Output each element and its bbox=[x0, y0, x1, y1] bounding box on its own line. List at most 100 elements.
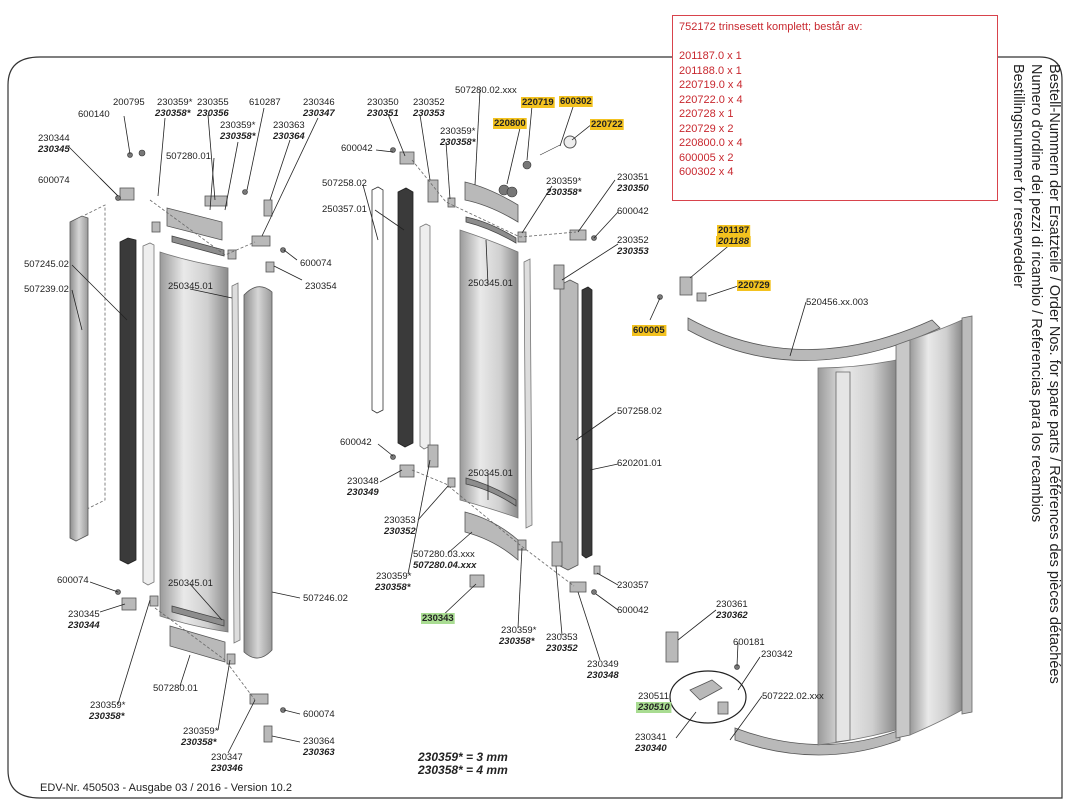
part-label: 230352 bbox=[617, 235, 649, 246]
part-label: 507245.02 bbox=[24, 259, 69, 270]
part-label: 230352 bbox=[383, 526, 416, 537]
part-labels: 200795 600140 230344 230345 600074 23035… bbox=[24, 85, 868, 774]
kit-title: 752172 trinsesett komplett; består av: bbox=[679, 21, 863, 33]
part-label: 201188 bbox=[717, 236, 750, 247]
part-label: 230510 bbox=[637, 702, 670, 713]
part-label: 230359* bbox=[546, 176, 582, 187]
part-label: 507246.02 bbox=[303, 593, 348, 604]
part-label: 620201.01 bbox=[617, 458, 662, 469]
part-label: 230344 bbox=[38, 133, 70, 144]
part-label: 230356 bbox=[196, 108, 229, 119]
part-label: 600005 bbox=[633, 325, 665, 336]
part-label: 507280.02.xxx bbox=[455, 85, 517, 96]
kit-item: 600302 x 4 bbox=[679, 166, 734, 178]
part-label: 230347 bbox=[302, 108, 335, 119]
part-label: 230359* bbox=[501, 625, 537, 636]
seal-strip-left bbox=[142, 242, 155, 586]
part-label: 230346 bbox=[210, 763, 243, 774]
part-label: 507258.02 bbox=[617, 406, 662, 417]
part-label: 600074 bbox=[303, 709, 335, 720]
part-label: 230352 bbox=[413, 97, 445, 108]
leader-lines bbox=[67, 89, 807, 754]
part-label: 200795 bbox=[113, 97, 145, 108]
label-highlight bbox=[493, 118, 527, 129]
part-label: 230352 bbox=[545, 643, 578, 654]
part-label: 610287 bbox=[249, 97, 281, 108]
part-label: 230358* bbox=[545, 187, 583, 198]
part-label: 230362 bbox=[715, 610, 748, 621]
part-label: 600181 bbox=[733, 637, 765, 648]
kit-item: 600005 x 2 bbox=[679, 151, 734, 164]
label-highlight bbox=[521, 97, 555, 108]
part-label: 230353 bbox=[546, 632, 578, 643]
part-label: 230350 bbox=[367, 97, 399, 108]
part-label: 230358* bbox=[439, 137, 477, 148]
profile-507258-right bbox=[559, 279, 579, 571]
part-label: 230359* bbox=[376, 571, 412, 582]
part-label: 230346 bbox=[303, 97, 335, 108]
title-line-3: Bestillingsnummer for reservedeler bbox=[1010, 64, 1026, 289]
part-label: 230358* bbox=[154, 108, 192, 119]
part-label: 230349 bbox=[587, 659, 619, 670]
part-label: 230353 bbox=[384, 515, 416, 526]
footer-edition: EDV-Nr. 450503 - Ausgabe 03 / 2016 - Ver… bbox=[40, 782, 292, 794]
part-label: 230350 bbox=[616, 183, 649, 194]
part-label: 507280.03.xxx bbox=[413, 549, 475, 560]
kit-contents-box: 752172 trinsesett komplett; består av: 2… bbox=[672, 15, 998, 201]
kit-item: 220722.0 x 4 bbox=[679, 93, 743, 106]
part-label: 230358* bbox=[498, 636, 536, 647]
part-label: 230353 bbox=[616, 246, 649, 257]
profile-507245 bbox=[119, 237, 137, 565]
profile-507258-left bbox=[397, 187, 414, 448]
part-label: 600074 bbox=[57, 575, 89, 586]
label-highlight bbox=[559, 96, 593, 107]
part-label: 230359* bbox=[183, 726, 219, 737]
seal-strip-right bbox=[231, 282, 241, 644]
part-label: 230358* bbox=[374, 582, 412, 593]
part-label: 600140 bbox=[78, 109, 110, 120]
part-label: 230343 bbox=[422, 613, 454, 624]
profile-507239 bbox=[69, 215, 89, 542]
part-label: 230354 bbox=[305, 281, 337, 292]
part-label: 600042 bbox=[340, 437, 372, 448]
part-label: 230355 bbox=[197, 97, 229, 108]
label-highlight bbox=[716, 236, 751, 247]
part-label: 201187 bbox=[718, 225, 749, 236]
label-highlight bbox=[632, 325, 667, 336]
kit-item: 220728 x 1 bbox=[679, 108, 734, 120]
part-label: 250345.01 bbox=[468, 468, 513, 479]
part-label: 230361 bbox=[716, 599, 748, 610]
part-label: 600074 bbox=[300, 258, 332, 269]
part-label: 230353 bbox=[412, 108, 445, 119]
label-highlight bbox=[421, 613, 455, 624]
kit-item: 220800.0 x 4 bbox=[679, 137, 743, 149]
legend-line-2: 230358* = 4 mm bbox=[418, 763, 508, 777]
part-label: 600042 bbox=[341, 143, 373, 154]
part-label: 507222.02.xxx bbox=[762, 691, 824, 702]
kit-item: 201188.0 x 1 bbox=[679, 64, 742, 77]
profile-620201 bbox=[581, 286, 593, 559]
part-label: 230341 bbox=[635, 732, 667, 743]
part-label: 230358* bbox=[180, 737, 218, 748]
part-label: 230511 bbox=[638, 691, 669, 702]
part-label: 507280.01 bbox=[153, 683, 198, 694]
part-label: 230347 bbox=[211, 752, 243, 763]
part-label: 230359* bbox=[157, 97, 193, 108]
profile-507246 bbox=[243, 286, 273, 659]
rail-top-middle bbox=[464, 181, 519, 223]
sheet-frame bbox=[7, 56, 1063, 799]
part-label: 220719 bbox=[522, 97, 554, 108]
detail-magnifier bbox=[669, 670, 747, 724]
part-label: 230349 bbox=[346, 487, 379, 498]
part-label: 230359* bbox=[440, 126, 476, 137]
part-label: 600042 bbox=[617, 206, 649, 217]
part-label: 220722 bbox=[591, 119, 623, 130]
kit-item: 220719.0 x 4 bbox=[679, 79, 743, 91]
legend-line-1: 230359* = 3 mm bbox=[418, 750, 508, 764]
curved-top-rail bbox=[687, 317, 941, 361]
part-label: 250357.01 bbox=[322, 204, 367, 215]
label-highlight bbox=[636, 702, 672, 713]
part-label: 230358* bbox=[88, 711, 126, 722]
part-label: 230344 bbox=[67, 620, 100, 631]
